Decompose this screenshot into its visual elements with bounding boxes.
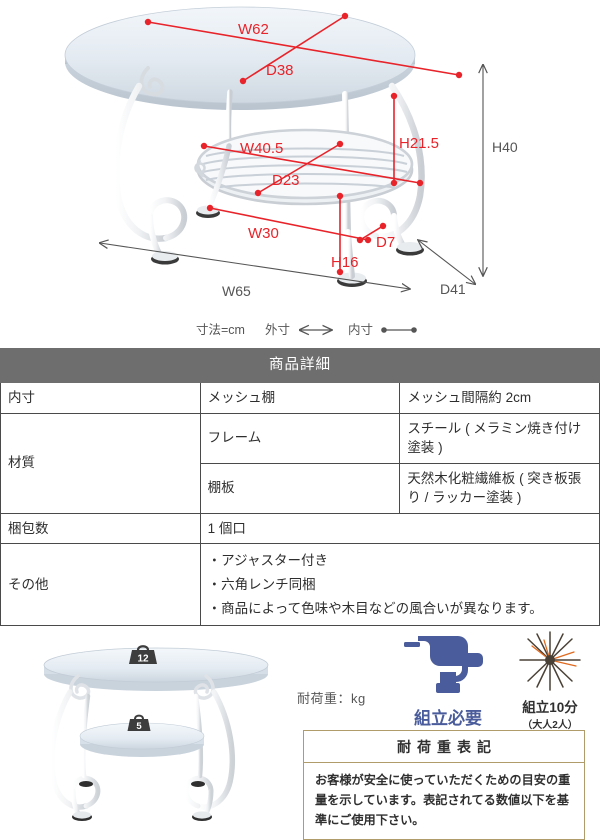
label-overall-height: H40 bbox=[492, 139, 518, 155]
label-shelf-clearance: H21.5 bbox=[399, 135, 439, 152]
starburst-icon bbox=[519, 631, 581, 691]
assembly-required-caption: 組立必要 bbox=[414, 709, 482, 729]
dimension-diagram: H40 D41 W65 bbox=[64, 6, 518, 337]
legend-inner-arrow bbox=[381, 327, 417, 333]
legend-unit: 寸法=cm bbox=[196, 323, 245, 337]
assembly-time-subcaption: （大人2人） bbox=[522, 719, 578, 731]
product-spec-table-section: 商品詳細 内寸 メッシュ棚 メッシュ間隔約 2cm 材質 フレーム スチール (… bbox=[0, 347, 600, 627]
product-spec-table: 商品詳細 内寸 メッシュ棚 メッシュ間隔約 2cm 材質 フレーム スチール (… bbox=[0, 347, 600, 627]
legend-outer-label: 外寸 bbox=[265, 323, 290, 337]
label-top-depth: D38 bbox=[266, 62, 294, 79]
table-row: 梱包数 1 個口 bbox=[0, 512, 600, 545]
bottom-info-section: 12 5 耐荷重：kg 組立必要 bbox=[0, 626, 600, 840]
load-capacity-caution-box: 耐荷重表記 お客様が安全に使っていただくための目安の重量を示しています。表記され… bbox=[303, 730, 585, 840]
row-sub-mesh-shelf: メッシュ棚 bbox=[199, 382, 401, 414]
outer-dimension-lines: H40 D41 W65 bbox=[100, 65, 518, 299]
label-shelf-to-floor: H16 bbox=[331, 254, 359, 271]
assembly-time-block: 組立10分 （大人2人） bbox=[508, 630, 592, 731]
other-item: ・六角レンチ同梱 bbox=[207, 576, 316, 592]
row-value-mesh-spacing: メッシュ間隔約 2cm bbox=[399, 382, 600, 414]
row-label-material: 材質 bbox=[0, 412, 201, 514]
row-value-frame: スチール ( メラミン焼き付け塗装 ) bbox=[399, 412, 600, 464]
row-value-package-count: 1 個口 bbox=[199, 512, 600, 545]
weight-badge-shelf-value: 5 bbox=[136, 721, 142, 732]
load-capacity-note: 耐荷重：kg bbox=[297, 691, 366, 707]
dimension-diagram-section: H40 D41 W65 bbox=[0, 0, 600, 348]
row-label-package-count: 梱包数 bbox=[0, 512, 201, 545]
label-shelf-depth: D23 bbox=[272, 172, 300, 189]
caution-box-title: 耐荷重表記 bbox=[304, 731, 584, 764]
table-row: 棚板 天然木化粧繊維板 ( 突き板張り / ラッカー塗装 ) bbox=[1, 462, 600, 514]
weight-badge-top-value: 12 bbox=[137, 654, 149, 665]
caution-box-body: お客様が安全に使っていただくための目安の重量を示しています。表記されてる数値以下… bbox=[315, 773, 571, 827]
row-label-other: その他 bbox=[0, 543, 201, 627]
label-shelf-width: W40.5 bbox=[240, 140, 283, 157]
row-label-inner-size: 内寸 bbox=[0, 382, 201, 414]
weight-badge-shelf: 5 bbox=[127, 714, 151, 732]
legend-inner-label: 内寸 bbox=[348, 323, 373, 337]
row-value-other: ・アジャスター付き ・六角レンチ同梱 ・商品によって色味や木目などの風合いが異な… bbox=[199, 543, 600, 627]
table-header-row: 商品詳細 bbox=[0, 347, 600, 384]
assembly-required-block: 組立必要 bbox=[392, 628, 504, 729]
table-row: その他 ・アジャスター付き ・六角レンチ同梱 ・商品によって色味や木目などの風合… bbox=[0, 543, 600, 627]
diagram-legend: 寸法=cm 外寸 内寸 bbox=[196, 323, 417, 337]
row-sub-shelf-board: 棚板 bbox=[199, 462, 401, 514]
row-sub-frame: フレーム bbox=[199, 412, 401, 464]
table-row: 内寸 メッシュ棚 メッシュ間隔約 2cm bbox=[0, 382, 600, 414]
label-overall-width: W65 bbox=[222, 283, 251, 299]
table-row: 材質 フレーム スチール ( メラミン焼き付け塗装 ) bbox=[0, 412, 600, 514]
inner-dimension-labels: W62 D38 W40.5 D23 H21.5 W30 H16 D7 bbox=[238, 21, 439, 271]
label-overall-depth: D41 bbox=[440, 281, 466, 297]
product-photo: 12 5 bbox=[43, 645, 269, 822]
inner-dimension-lines bbox=[144, 12, 463, 276]
power-drill-icon bbox=[404, 636, 483, 694]
row-value-shelf-board: 天然木化粧繊維板 ( 突き板張り / ラッカー塗装 ) bbox=[399, 462, 600, 514]
assembly-icons-group: 組立必要 bbox=[392, 628, 592, 731]
weight-badge-top: 12 bbox=[129, 645, 157, 665]
label-top-width: W62 bbox=[238, 21, 269, 38]
label-leg-span-width: W30 bbox=[248, 225, 279, 242]
other-item: ・商品によって色味や木目などの風合いが異なります。 bbox=[207, 600, 543, 616]
spec-table-title: 商品詳細 bbox=[0, 347, 600, 384]
other-item: ・アジャスター付き bbox=[207, 553, 328, 569]
label-leg-depth: D7 bbox=[376, 234, 395, 251]
assembly-time-caption: 組立10分 bbox=[522, 700, 578, 716]
